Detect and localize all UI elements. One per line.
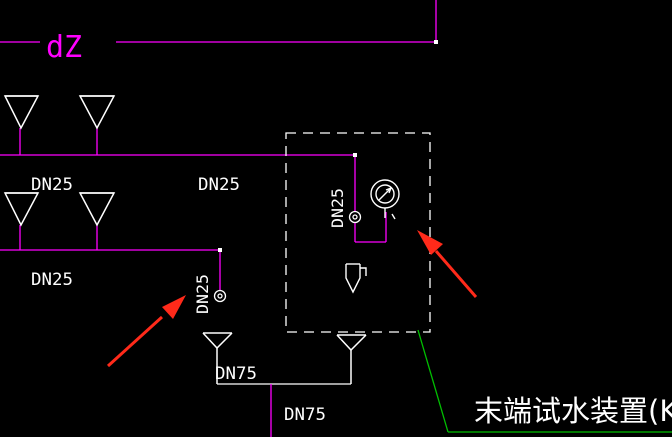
gauge-connection-pipe <box>354 212 387 243</box>
pressure-gauge-icon <box>370 179 400 220</box>
lower-branch-end-dot <box>218 248 222 252</box>
callout-leader-line <box>417 329 672 433</box>
red-arrow-icon <box>106 295 186 368</box>
test-device-enclosure <box>285 132 431 333</box>
lower-branch-pipe <box>0 225 221 290</box>
upper-branch-pipe <box>0 128 356 211</box>
sprinkler-head-icon <box>3 95 40 130</box>
upper-branch-end-dot <box>353 153 357 157</box>
sprinkler-head-icon <box>3 192 40 227</box>
dn75-label-upper: DN75 <box>215 364 257 384</box>
dn25-label-vertical-right: DN25 <box>328 188 347 228</box>
dn25-label-vertical-left: DN25 <box>193 274 212 314</box>
red-arrow-icon <box>417 230 478 298</box>
top-pipe-end-dot <box>434 40 438 44</box>
sprinkler-head-icon <box>78 95 116 130</box>
drain-funnel-icon <box>336 334 367 384</box>
dn25-label-lower-left: DN25 <box>31 270 73 290</box>
device-callout-label: 末端试水装置(K <box>474 394 672 428</box>
dz-label: dZ <box>46 30 82 65</box>
pipe-cap-icon <box>348 210 362 224</box>
drain-funnel-icon <box>202 332 233 384</box>
dn25-label-upper-mid: DN25 <box>198 175 240 195</box>
dn75-label-lower: DN75 <box>284 405 326 425</box>
sprinkler-head-icon <box>78 192 116 227</box>
top-pipe-group <box>0 0 438 43</box>
test-valve-icon <box>345 263 367 294</box>
dn25-label-upper-left: DN25 <box>31 175 73 195</box>
pipe-cap-icon <box>213 289 227 303</box>
